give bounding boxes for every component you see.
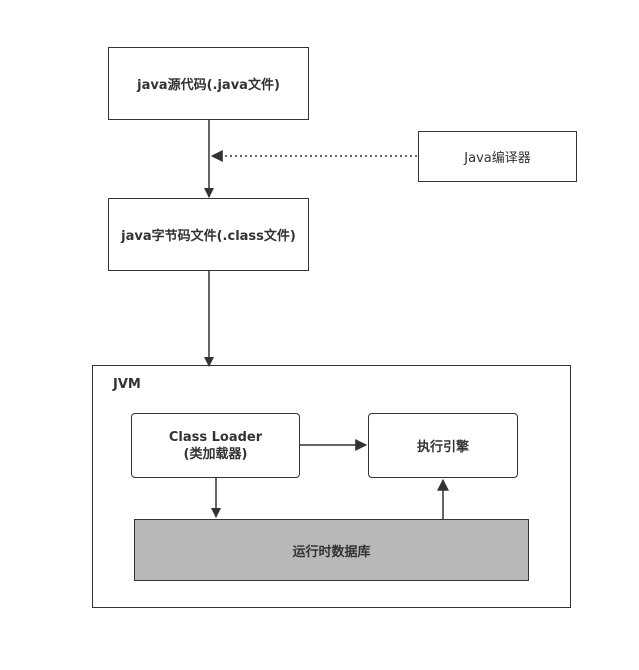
class-loader-sublabel: (类加载器) bbox=[183, 446, 248, 462]
runtime-data-area-box: 运行时数据库 bbox=[134, 519, 529, 581]
execution-engine-label: 执行引擎 bbox=[416, 440, 469, 455]
class-loader-label: Class Loader bbox=[168, 429, 263, 445]
jvm-label: JVM bbox=[113, 377, 141, 392]
java-source-label: java源代码(.java文件) bbox=[137, 78, 280, 93]
runtime-data-area-label: 运行时数据库 bbox=[292, 544, 371, 560]
java-compiler-box: Java编译器 bbox=[418, 131, 577, 182]
class-loader-box: Class Loader (类加载器) bbox=[131, 413, 300, 478]
execution-engine-box: 执行引擎 bbox=[368, 413, 518, 478]
bytecode-label: java字节码文件(.class文件) bbox=[121, 229, 296, 244]
java-compiler-label: Java编译器 bbox=[464, 151, 531, 166]
java-source-box: java源代码(.java文件) bbox=[108, 47, 309, 120]
bytecode-box: java字节码文件(.class文件) bbox=[108, 198, 309, 271]
